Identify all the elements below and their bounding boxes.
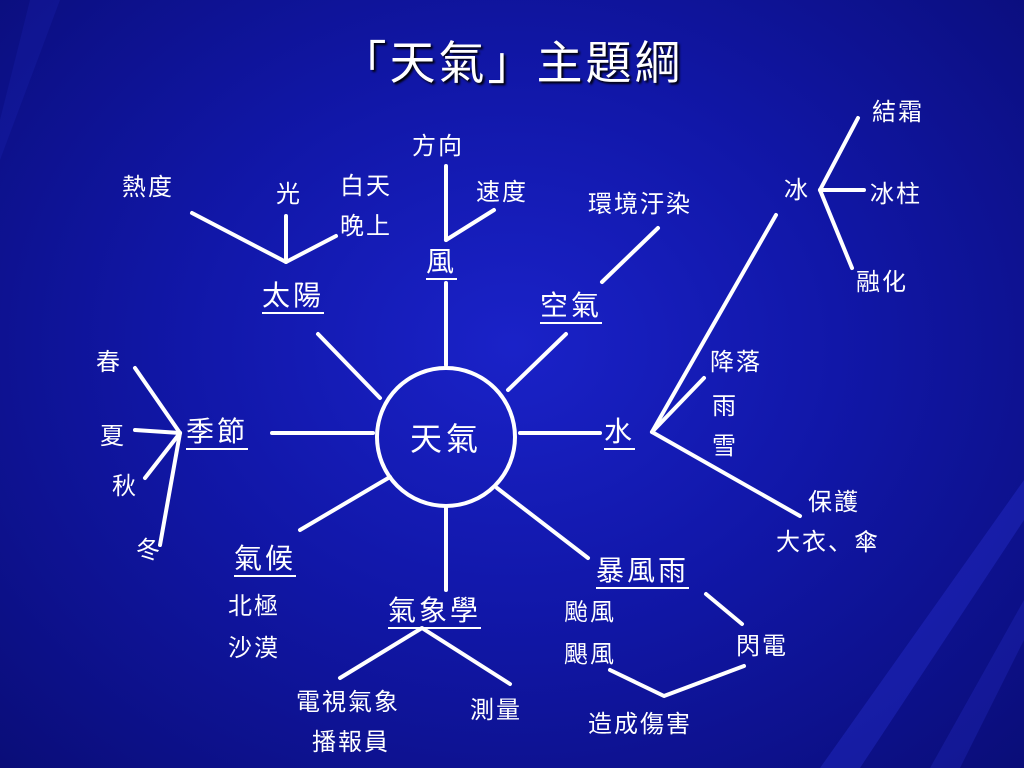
water-icicle: 冰柱 bbox=[870, 180, 922, 208]
storm-damage-line bbox=[608, 664, 746, 698]
air-pollution: 環境汙染 bbox=[588, 190, 692, 218]
season-winter: 冬 bbox=[136, 536, 162, 564]
spoke-storm bbox=[495, 486, 590, 560]
topic-water: 水 bbox=[604, 415, 636, 450]
sun-heat: 熱度 bbox=[122, 173, 174, 201]
topic-wind: 風 bbox=[426, 245, 458, 280]
season-autumn: 秋 bbox=[112, 472, 138, 500]
center-node: 天氣 bbox=[375, 366, 517, 508]
water-frost: 結霜 bbox=[872, 98, 924, 126]
climate-arctic: 北極 bbox=[228, 592, 280, 620]
season-spring-line bbox=[133, 366, 182, 435]
water-snow: 雪 bbox=[712, 432, 738, 460]
wind-direction: 方向 bbox=[412, 132, 464, 160]
wind-speed: 速度 bbox=[476, 178, 528, 206]
ice-melt-line bbox=[818, 188, 854, 270]
water-protect: 保護 bbox=[808, 488, 860, 516]
season-spring: 春 bbox=[96, 348, 122, 376]
center-label: 天氣 bbox=[409, 420, 482, 458]
season-autumn-line bbox=[143, 431, 182, 480]
water-fall: 降落 bbox=[710, 348, 762, 376]
climate-desert: 沙漠 bbox=[228, 634, 280, 662]
water-protect-line bbox=[650, 430, 802, 518]
page-title: 「天氣」主題綱 bbox=[340, 36, 684, 90]
water-ice-line bbox=[650, 213, 778, 434]
topic-storm: 暴風雨 bbox=[596, 554, 690, 589]
season-winter-line bbox=[158, 431, 182, 547]
meteorology-branches bbox=[338, 626, 512, 686]
sun-day: 白天 bbox=[340, 172, 392, 200]
storm-typhoon: 颱風 bbox=[564, 598, 616, 626]
meteorology-forecaster-2: 播報員 bbox=[312, 728, 390, 756]
spoke-sun bbox=[316, 332, 382, 400]
season-summer-line bbox=[133, 428, 182, 435]
storm-lightning: 閃電 bbox=[736, 632, 788, 660]
meteorology-measure: 測量 bbox=[470, 696, 522, 724]
spoke-climate bbox=[298, 475, 392, 532]
topic-meteorology: 氣象學 bbox=[388, 594, 482, 629]
water-melt: 融化 bbox=[856, 268, 908, 296]
topic-season: 季節 bbox=[186, 415, 249, 450]
water-clothes: 大衣、傘 bbox=[776, 528, 880, 556]
water-fall-line bbox=[650, 376, 706, 434]
storm-lightning-line bbox=[704, 592, 744, 626]
air-pollution-line bbox=[600, 226, 660, 284]
storm-damage: 造成傷害 bbox=[588, 710, 692, 738]
season-summer: 夏 bbox=[100, 422, 126, 450]
topic-sun: 太陽 bbox=[262, 279, 325, 314]
topic-climate: 氣候 bbox=[234, 542, 297, 577]
sun-light: 光 bbox=[276, 180, 302, 208]
sun-night: 晚上 bbox=[340, 212, 392, 240]
water-rain: 雨 bbox=[712, 392, 738, 420]
ice-frost-line bbox=[818, 116, 860, 192]
topic-air: 空氣 bbox=[540, 289, 603, 324]
storm-hurricane: 颶風 bbox=[564, 640, 616, 668]
meteorology-forecaster-1: 電視氣象 bbox=[296, 688, 400, 716]
spoke-air bbox=[506, 332, 568, 392]
wind-speed-line bbox=[444, 208, 496, 242]
water-ice: 冰 bbox=[784, 176, 810, 204]
sun-branches bbox=[190, 211, 338, 264]
